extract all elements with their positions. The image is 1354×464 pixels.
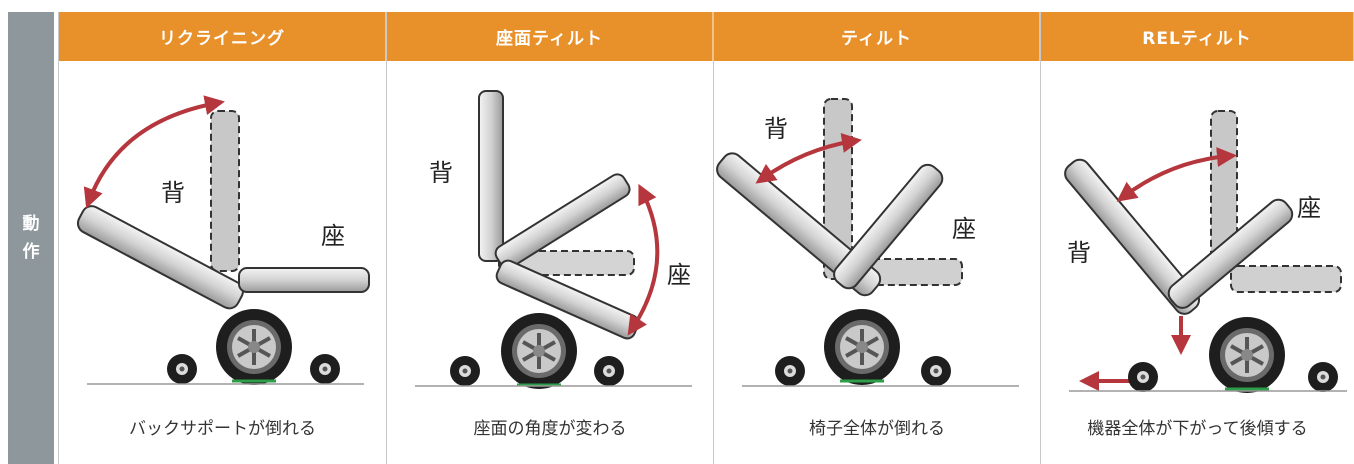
tilt-illustration: 背 座: [716, 98, 1019, 387]
recline-arrow: [83, 95, 225, 209]
large-wheel-icon: [499, 311, 579, 391]
neutral-seat-outline: [1230, 265, 1342, 293]
small-wheel-icon: [594, 356, 624, 386]
panel-caption: 座面の角度が変わる: [473, 419, 627, 439]
small-wheel-icon: [167, 354, 197, 384]
tilt-arrow: [755, 133, 862, 184]
small-wheel-icon: [1128, 362, 1158, 392]
side-label-char-2: 作: [22, 242, 40, 262]
upright-back-outline: [210, 110, 240, 272]
rel-tilt-illustration: 背 座: [1064, 110, 1347, 395]
small-wheel-icon: [775, 356, 805, 386]
panel-title: ティルト: [714, 12, 1040, 61]
back-support: [76, 205, 244, 310]
small-wheel-icon: [921, 356, 951, 386]
reclining-illustration: 背 座: [76, 95, 370, 387]
panel-caption: 椅子全体が倒れる: [809, 419, 945, 439]
panel-title: RELティルト: [1041, 12, 1354, 61]
panel-rel-tilt: RELティルト 背 座 機器全体が下がって後傾する: [1040, 12, 1354, 464]
back-support: [716, 152, 882, 297]
tilt-arrow: [1116, 147, 1237, 202]
large-wheel-icon: [822, 307, 902, 387]
small-wheel-icon: [450, 356, 480, 386]
large-wheel-icon: [1207, 315, 1287, 395]
panel-seat-tilt: 座面ティルト 背 座 座面の角度が変わる: [386, 12, 713, 464]
seat-tilt-arrow: [627, 183, 660, 336]
back-label: 背: [161, 179, 185, 207]
small-wheel-icon: [310, 354, 340, 384]
seat-label: 座: [952, 215, 976, 243]
panel-caption: 機器全体が下がって後傾する: [1087, 419, 1308, 439]
back-label: 背: [764, 115, 788, 143]
large-wheel-icon: [214, 307, 294, 387]
panel-reclining: リクライニング 背 座 バックサポートが倒れる: [58, 12, 386, 464]
panel-title: リクライニング: [59, 12, 386, 61]
seat-tilt-illustration: 背 座: [415, 90, 692, 391]
panel-tilt: ティルト 背 座 椅子全体が倒れる: [713, 12, 1040, 464]
back-support: [1064, 158, 1200, 315]
back-label: 背: [1067, 239, 1091, 267]
seat: [1167, 198, 1294, 309]
action-side-label: 動 作: [8, 12, 54, 464]
seat: [833, 163, 944, 290]
panel-title: 座面ティルト: [387, 12, 713, 61]
seat-label: 座: [321, 222, 345, 250]
panel-caption: バックサポートが倒れる: [129, 419, 316, 439]
back-support: [478, 90, 504, 262]
side-label-char-1: 動: [22, 214, 40, 234]
seat-tilted-up: [494, 173, 631, 270]
seat-label: 座: [667, 261, 691, 289]
small-wheel-icon: [1308, 362, 1338, 392]
seat: [238, 267, 370, 293]
seat-label: 座: [1297, 194, 1321, 222]
back-label: 背: [429, 159, 453, 187]
